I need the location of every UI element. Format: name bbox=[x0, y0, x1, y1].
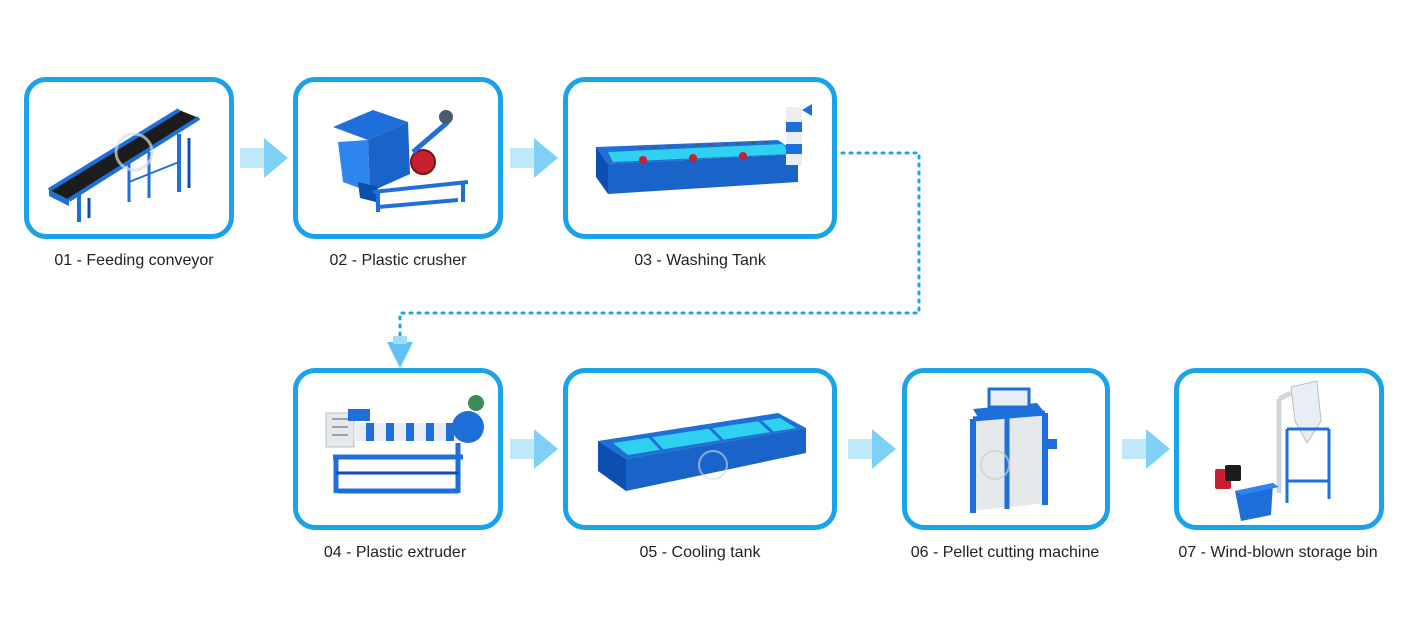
step-card-04 bbox=[293, 368, 503, 530]
step-label-04: 04 - Plastic extruder bbox=[323, 544, 467, 561]
right-arrow-icon bbox=[510, 138, 558, 178]
step-card-07 bbox=[1174, 368, 1384, 530]
plastic-crusher-image bbox=[333, 110, 469, 212]
step-card-03 bbox=[563, 77, 837, 239]
down-arrow-icon bbox=[387, 336, 413, 368]
feeding-conveyor-image bbox=[47, 108, 201, 222]
step-card-06 bbox=[902, 368, 1110, 530]
step-card-02 bbox=[293, 77, 503, 239]
step-card-05 bbox=[563, 368, 837, 530]
step-label-01: 01 - Feeding conveyor bbox=[54, 252, 214, 269]
washing-tank-image bbox=[596, 104, 812, 194]
step-label-07: 07 - Wind-blown storage bin bbox=[1178, 544, 1378, 561]
right-arrow-icon bbox=[1122, 429, 1170, 469]
pellet-cutting-machine-image bbox=[970, 387, 1057, 513]
step-label-05: 05 - Cooling tank bbox=[639, 544, 761, 561]
step-label-02: 02 - Plastic crusher bbox=[329, 252, 467, 269]
step-label-06: 06 - Pellet cutting machine bbox=[910, 544, 1100, 561]
wind-blown-storage-bin-image bbox=[1215, 380, 1331, 521]
right-arrow-icon bbox=[848, 429, 896, 469]
right-arrow-icon bbox=[240, 138, 288, 178]
step-card-01 bbox=[24, 77, 234, 239]
plastic-extruder-image bbox=[325, 395, 484, 494]
right-arrow-icon bbox=[510, 429, 558, 469]
cooling-tank-image bbox=[598, 413, 806, 491]
step-label-03: 03 - Washing Tank bbox=[634, 252, 766, 269]
